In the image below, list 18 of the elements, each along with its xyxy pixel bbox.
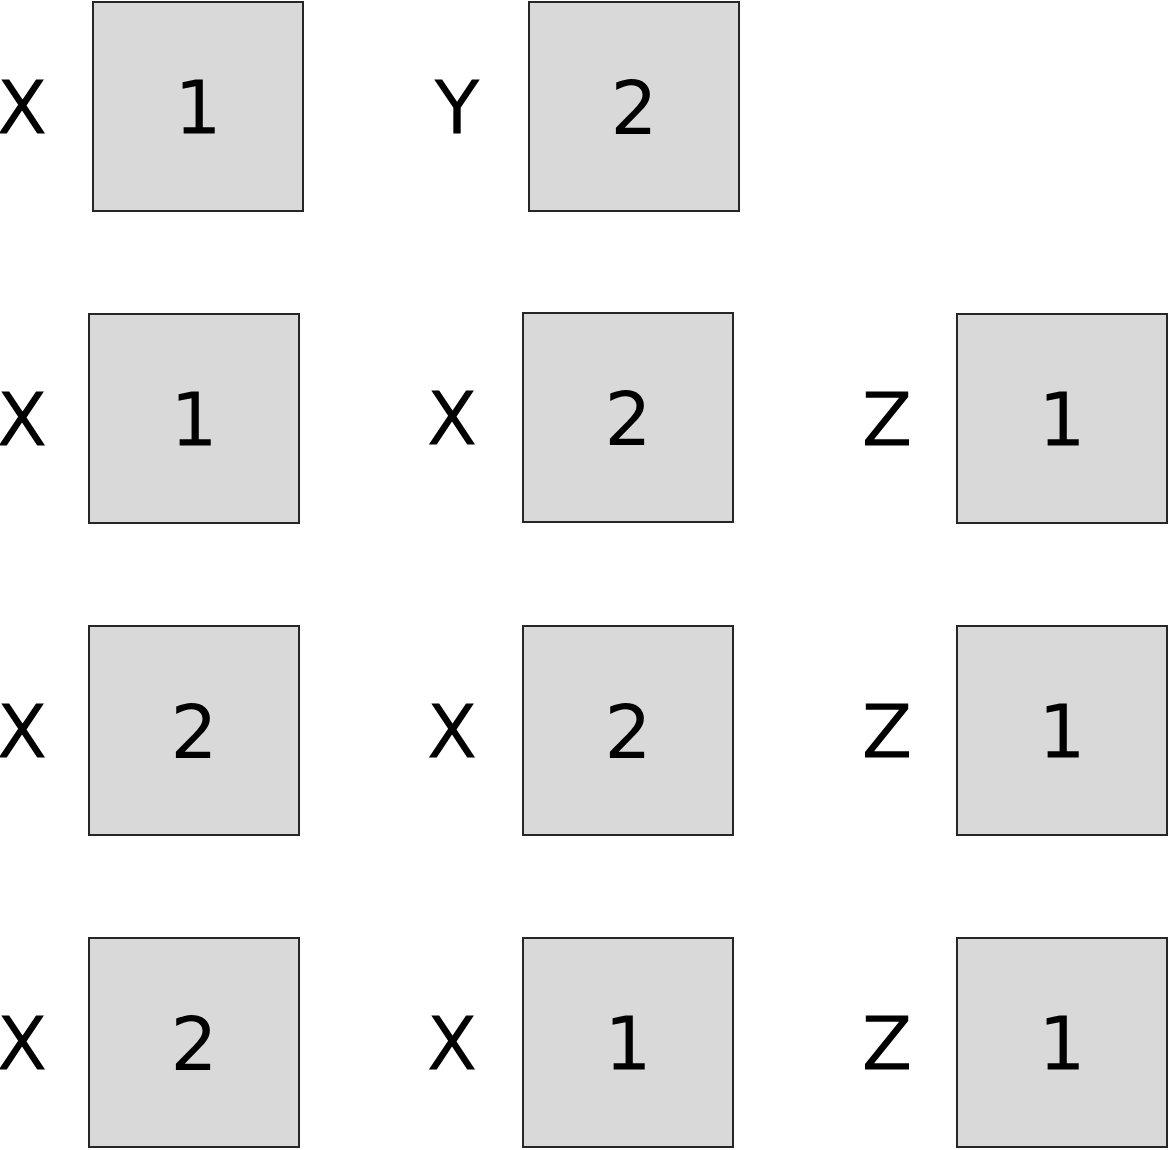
side-letter: Z bbox=[865, 1015, 910, 1070]
side-letter: Z bbox=[865, 703, 910, 758]
number-box: 1 bbox=[88, 313, 300, 524]
number-box: 1 bbox=[956, 625, 1168, 836]
number-box: 1 bbox=[522, 937, 734, 1148]
side-letter: X bbox=[428, 1015, 476, 1070]
number-box: 1 bbox=[92, 1, 304, 212]
side-letter: Z bbox=[865, 391, 910, 446]
number-box: 2 bbox=[88, 937, 300, 1148]
number-box: 1 bbox=[956, 313, 1168, 524]
number-box: 2 bbox=[528, 1, 740, 212]
number-box: 2 bbox=[88, 625, 300, 836]
side-letter: Y bbox=[434, 79, 480, 134]
side-letter: X bbox=[428, 703, 476, 758]
number-box: 2 bbox=[522, 312, 734, 523]
side-letter: X bbox=[428, 390, 476, 445]
number-box: 1 bbox=[956, 937, 1168, 1148]
number-box: 2 bbox=[522, 625, 734, 836]
